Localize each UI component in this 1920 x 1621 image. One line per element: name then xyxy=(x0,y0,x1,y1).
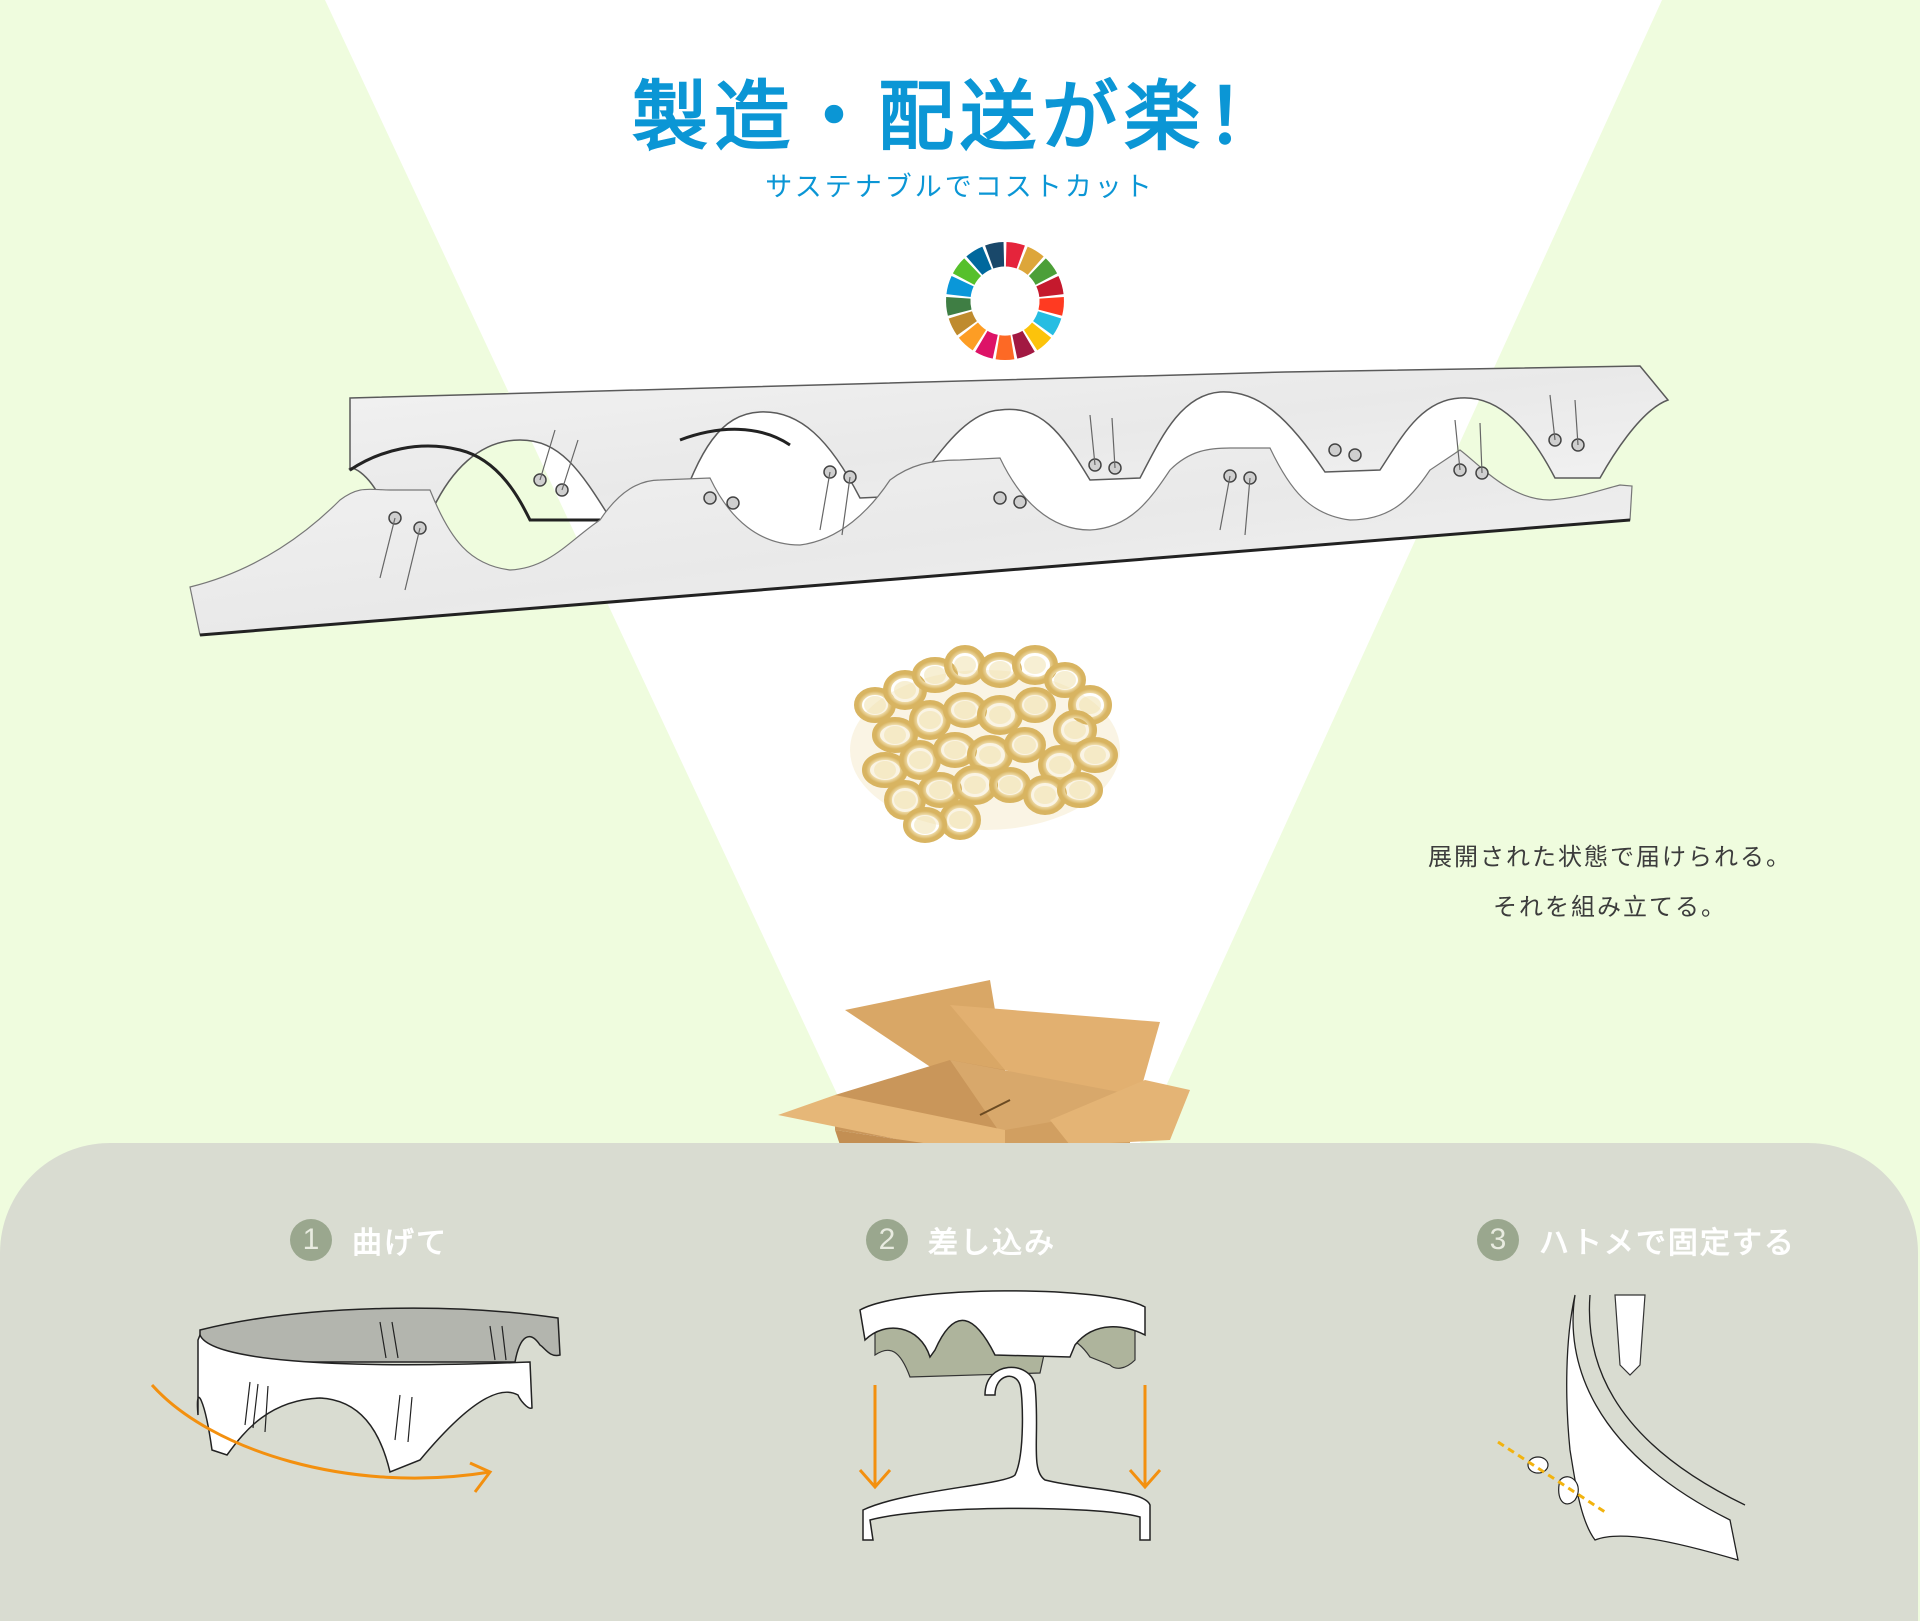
step-1-label: 曲げて xyxy=(352,1226,448,1261)
page-title: 製造・配送が楽！ xyxy=(632,72,1288,161)
step-1-heading: 1 曲げて xyxy=(290,1218,448,1262)
insert-hanger-illustration xyxy=(858,1290,1162,1541)
page-subtitle: サステナブルでコストカット xyxy=(765,172,1155,203)
step-3-number-badge: 3 xyxy=(1477,1219,1519,1261)
delivery-caption: 展開された状態で届けられる。 それを組み立てる。 xyxy=(1360,832,1860,932)
step-2-number-badge: 2 xyxy=(866,1219,908,1261)
step-2-label: 差し込み xyxy=(928,1226,1056,1261)
step-1-number-badge: 1 xyxy=(290,1219,332,1261)
eyelet-fix-illustration xyxy=(1497,1294,1746,1561)
step-3-heading: 3 ハトメで固定する xyxy=(1477,1218,1796,1262)
caption-line-1: 展開された状態で届けられる。 xyxy=(1428,843,1792,871)
clear-wave-strips-image xyxy=(189,365,1670,637)
cardboard-box-image xyxy=(778,980,1190,1170)
step-3-label: ハトメで固定する xyxy=(1539,1226,1796,1261)
caption-line-2: それを組み立てる。 xyxy=(1493,893,1727,921)
step-2-heading: 2 差し込み xyxy=(866,1218,1056,1262)
eyelets-image xyxy=(850,645,1120,843)
sdg-wheel-icon xyxy=(946,242,1064,360)
bend-ring-illustration xyxy=(150,1307,561,1493)
